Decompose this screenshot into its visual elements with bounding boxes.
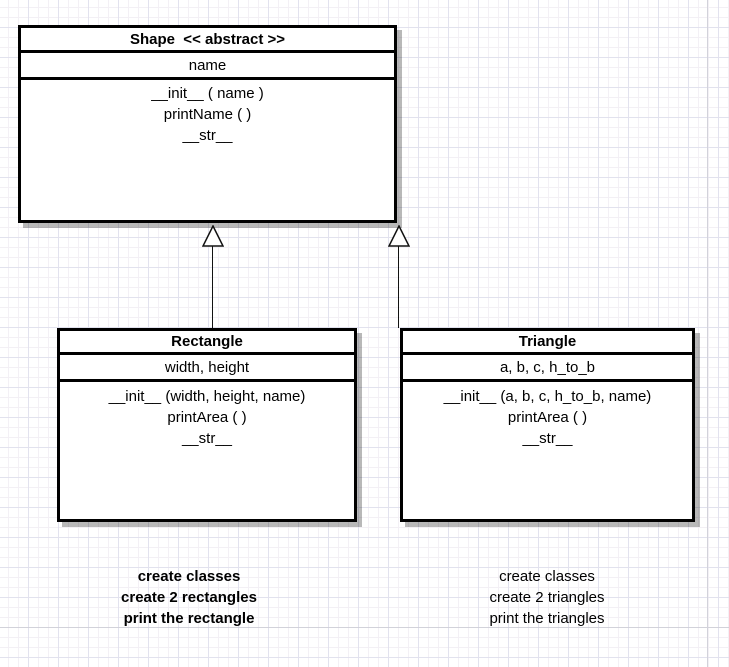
class-rectangle-attributes: width, height [60, 355, 354, 382]
class-rectangle-title: Rectangle [60, 331, 354, 355]
note-line: create 2 rectangles [121, 589, 257, 606]
note-line: print the rectangle [123, 610, 255, 627]
method-line: __str__ [522, 430, 573, 447]
method-line: __str__ [182, 127, 233, 144]
note-line: create classes [137, 568, 241, 585]
method-line: __str__ [181, 430, 233, 447]
triangle-note: create classes create 2 triangles print … [435, 566, 659, 629]
note-line: print the triangles [489, 610, 605, 627]
method-line: __init__ ( name ) [151, 85, 264, 102]
class-triangle-methods: __init__ (a, b, c, h_to_b, name) printAr… [403, 382, 692, 519]
class-shape-title: Shape << abstract >> [21, 28, 394, 53]
class-box-rectangle: Rectangle width, height __init__ (width,… [57, 328, 357, 522]
method-line: printName ( ) [163, 106, 252, 123]
method-line: printArea ( ) [507, 409, 588, 426]
page-border-horizontal [0, 627, 729, 628]
class-triangle-title: Triangle [403, 331, 692, 355]
class-shape-attributes: name [21, 53, 394, 80]
note-line: create 2 triangles [489, 589, 605, 606]
page-border-vertical [707, 0, 708, 667]
class-triangle-attributes: a, b, c, h_to_b [403, 355, 692, 382]
method-line: __init__ (a, b, c, h_to_b, name) [443, 388, 652, 405]
class-rectangle-methods: __init__ (width, height, name) printArea… [60, 382, 354, 519]
class-box-shape: Shape << abstract >> name __init__ ( nam… [18, 25, 397, 223]
inheritance-edge-triangle-shape [398, 246, 399, 328]
class-box-triangle: Triangle a, b, c, h_to_b __init__ (a, b,… [400, 328, 695, 522]
inheritance-arrowhead-icon [202, 225, 224, 247]
method-line: printArea ( ) [167, 409, 247, 426]
rectangle-note: create classes create 2 rectangles print… [77, 566, 301, 629]
inheritance-arrowhead-icon [388, 225, 410, 247]
class-shape-methods: __init__ ( name ) printName ( ) __str__ [21, 80, 394, 220]
inheritance-edge-rectangle-shape [212, 246, 213, 328]
note-line: create classes [499, 568, 595, 585]
method-line: __init__ (width, height, name) [108, 388, 306, 405]
